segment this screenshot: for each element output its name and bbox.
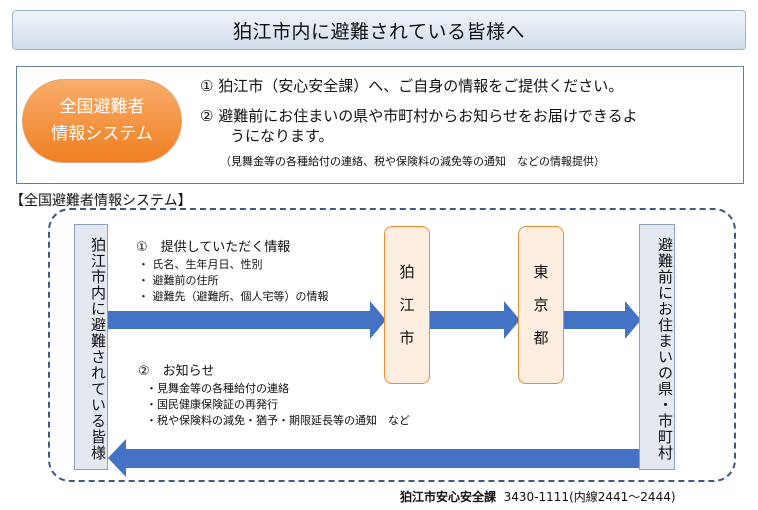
flow2-bullet: ・国民健康保険証の再発行	[146, 398, 278, 411]
tokyo-char: 都	[533, 329, 549, 348]
arrow-to-tokyo	[430, 301, 520, 339]
contact-phone: 3430-1111	[503, 490, 570, 504]
contact-extension: (内線2441～2444)	[569, 490, 676, 504]
evacuees-box-label: 狛江市内に避難されている皆様	[89, 237, 107, 461]
flow2-heading: ② お知らせ	[138, 364, 215, 379]
komae-city-box: 狛 江 市	[384, 226, 430, 384]
tokyo-char: 東	[533, 262, 549, 281]
komae-char: 江	[399, 295, 415, 314]
evacuees-box: 狛江市内に避難されている皆様	[74, 224, 108, 470]
contact-footer: 狛江市安心安全課 3430-1111(内線2441～2444)	[400, 488, 676, 505]
info-item-2-line1: ② 避難前にお住まいの県や市町村からお知らせをお届けできるよ	[200, 107, 638, 125]
system-badge-line2: 情報システム	[51, 124, 153, 144]
info-item-1: ① 狛江市（安心安全課）へ、ご自身の情報をご提供ください。	[200, 77, 624, 95]
arrow-to-komae	[108, 301, 386, 339]
arrow-to-prefecture	[564, 301, 641, 339]
flow1-bullet: ・ 氏名、生年月日、性別	[138, 258, 263, 271]
flow1-heading: ① 提供していただく情報	[136, 240, 291, 255]
page-title: 狛江市内に避難されている皆様へ	[233, 20, 525, 43]
arrow-to-evacuees	[108, 439, 639, 477]
flow2-bullet: ・見舞金等の各種給付の連絡	[146, 382, 289, 395]
title-banner: 狛江市内に避難されている皆様へ	[12, 10, 746, 50]
flow2-bullet: ・税や保険料の減免・猶予・期限延長等の通知 など	[146, 414, 410, 427]
tokyo-box: 東 京 都	[518, 226, 564, 384]
contact-department: 狛江市安心安全課	[400, 490, 497, 504]
flow1-bullet: ・ 避難前の住所	[138, 274, 219, 287]
section-heading: 【全国避難者情報システム】	[10, 193, 192, 209]
system-badge: 全国避難者 情報システム	[22, 79, 182, 163]
system-badge-line1: 全国避難者	[59, 97, 145, 117]
info-note: （見舞金等の各種給付の連絡、税や保険料の減免等の通知 などの情報提供）	[220, 155, 605, 168]
info-item-2-line2: うになります。	[230, 127, 334, 145]
system-frame	[48, 208, 736, 482]
komae-char: 狛	[399, 262, 415, 281]
origin-municipality-box: 避難前にお住まいの県・市町村	[639, 224, 675, 470]
tokyo-char: 京	[533, 295, 549, 314]
komae-char: 市	[399, 329, 415, 348]
flow1-bullet: ・ 避難先（避難所、個人宅等）の情報	[138, 290, 329, 303]
origin-municipality-label: 避難前にお住まいの県・市町村	[656, 237, 674, 461]
